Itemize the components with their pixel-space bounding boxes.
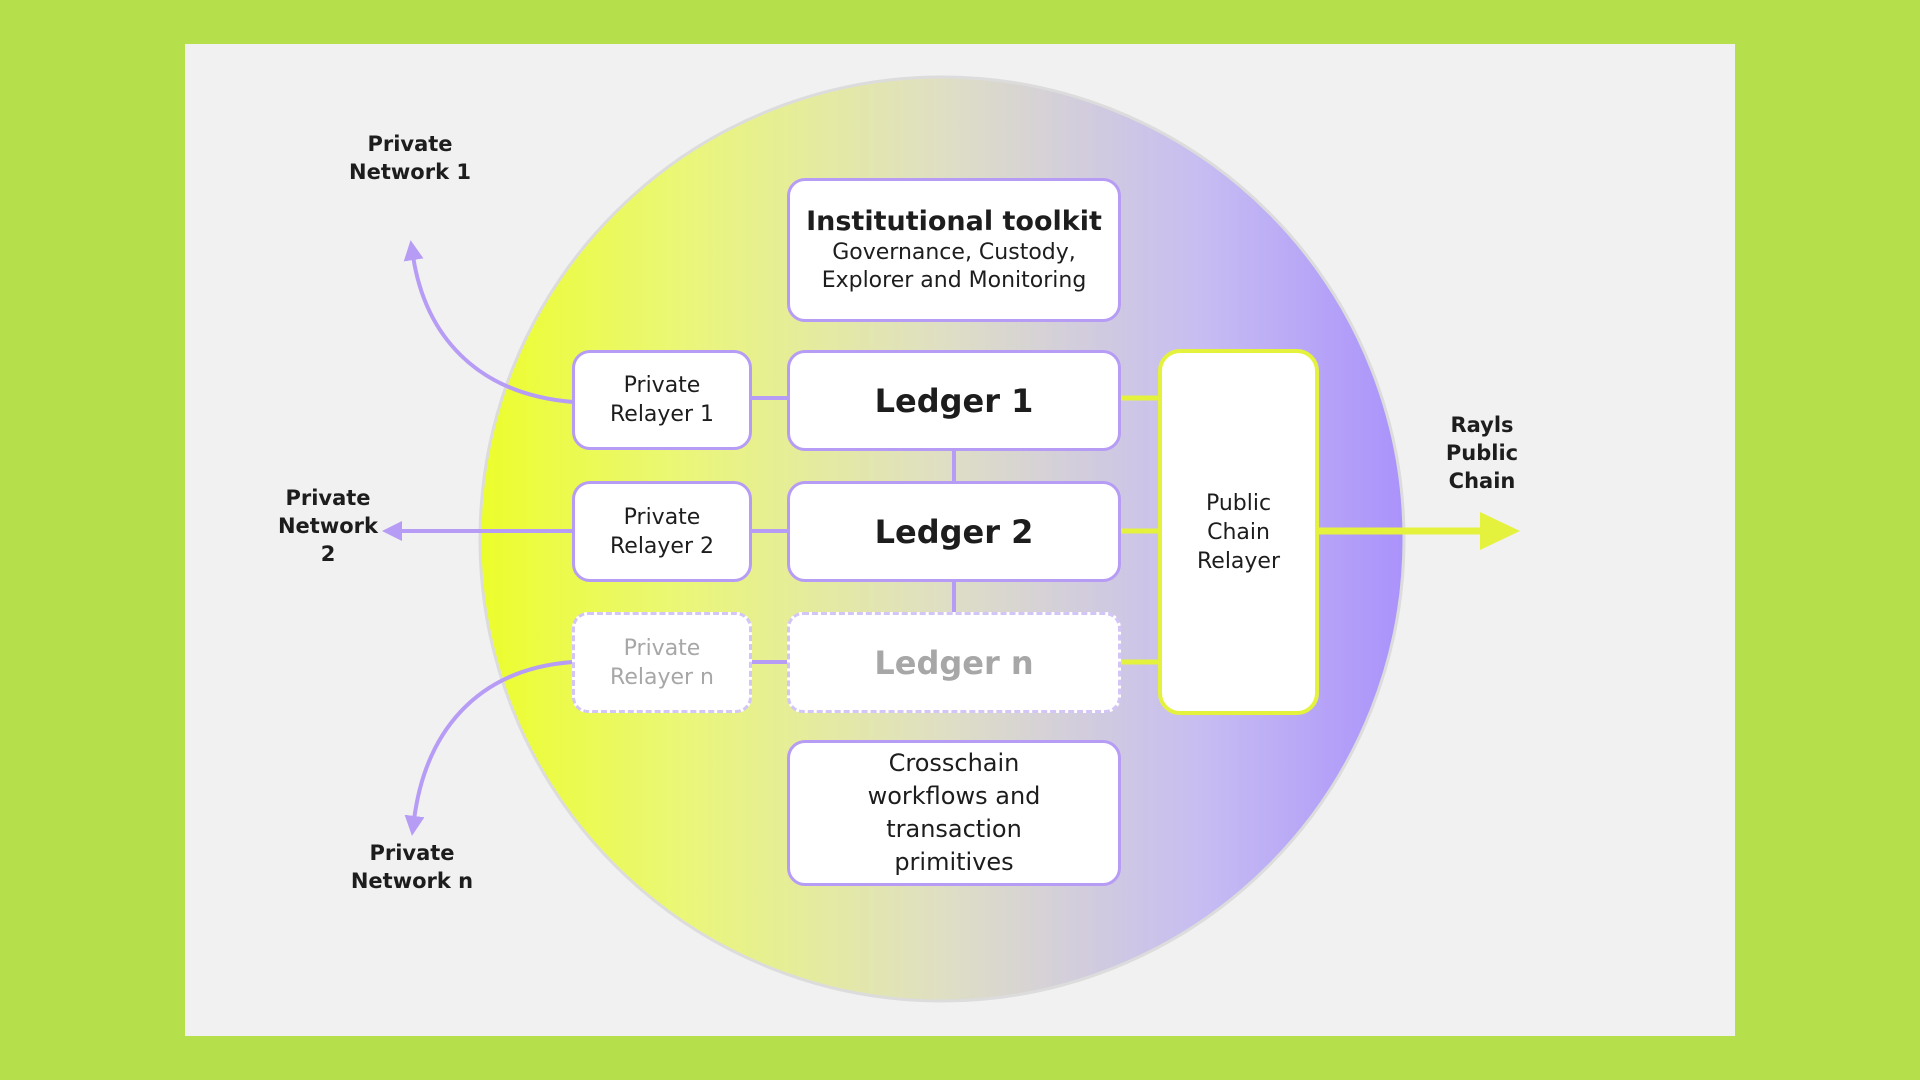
ledger-2-box: Ledger 2: [787, 481, 1121, 582]
private-network-2-label: Private Network 2: [248, 484, 408, 568]
toolkit-title: Institutional toolkit: [806, 206, 1102, 237]
private-relayer-n-line-1: Private: [623, 635, 701, 661]
crosschain-line-2: workflows and: [867, 782, 1041, 810]
private-relayer-1-line-2: Relayer 1: [609, 402, 715, 427]
private-relayer-2-box: Private Relayer 2: [572, 481, 752, 582]
private-relayer-1-line-1: Private: [623, 373, 701, 398]
toolkit-line-1: Governance, Custody,: [832, 240, 1076, 265]
crosschain-workflows-box: Crosschain workflows and transaction pri…: [787, 740, 1121, 886]
public-relayer-line-3: Relayer: [1196, 548, 1281, 574]
crosschain-line-3: transaction: [886, 815, 1022, 843]
crosschain-line-4: primitives: [894, 848, 1014, 876]
private-network-2-line-1: Private: [285, 486, 371, 510]
private-network-2-line-2: Network: [277, 514, 378, 538]
ledger-n-label: Ledger n: [874, 643, 1034, 682]
rayls-public-chain-line-3: Chain: [1448, 469, 1516, 493]
private-relayer-n-line-2: Relayer n: [610, 664, 714, 690]
rayls-public-chain-line-2: Public: [1445, 441, 1519, 465]
private-network-n-line-2: Network n: [350, 869, 474, 893]
public-relayer-line-1: Public: [1205, 490, 1272, 516]
crosschain-line-1: Crosschain: [888, 749, 1020, 777]
private-network-n-line-1: Private: [369, 841, 455, 865]
ledger-2-label: Ledger 2: [874, 512, 1034, 551]
public-relayer-line-2: Chain: [1207, 519, 1270, 545]
private-relayer-1-box: Private Relayer 1: [572, 350, 752, 450]
arrow-to-network-1: [403, 240, 574, 404]
private-network-1-line-2: Network 1: [349, 160, 471, 184]
ledger-n-box: Ledger n: [787, 612, 1121, 713]
diagram-panel: Institutional toolkit Governance, Custod…: [185, 44, 1735, 1036]
private-relayer-n-box: Private Relayer n: [572, 612, 752, 713]
public-chain-relayer-box: Public Chain Relayer: [1158, 349, 1319, 715]
institutional-toolkit-box: Institutional toolkit Governance, Custod…: [787, 178, 1121, 322]
rayls-public-chain-line-1: Rayls: [1450, 413, 1514, 437]
private-relayer-2-line-2: Relayer 2: [609, 533, 715, 559]
private-network-n-label: Private Network n: [332, 839, 492, 895]
ledger-1-box: Ledger 1: [787, 350, 1121, 451]
private-network-1-line-1: Private: [367, 132, 453, 156]
ledger-1-label: Ledger 1: [874, 381, 1034, 420]
private-relayer-2-line-1: Private: [623, 504, 701, 530]
rayls-public-chain-label: Rayls Public Chain: [1402, 411, 1562, 495]
arrow-to-network-n: [404, 660, 574, 836]
arrow-to-public-chain-head: [1480, 512, 1520, 550]
toolkit-line-2: Explorer and Monitoring: [821, 268, 1087, 293]
private-network-1-label: Private Network 1: [330, 130, 490, 186]
private-network-2-line-3: 2: [320, 542, 336, 566]
